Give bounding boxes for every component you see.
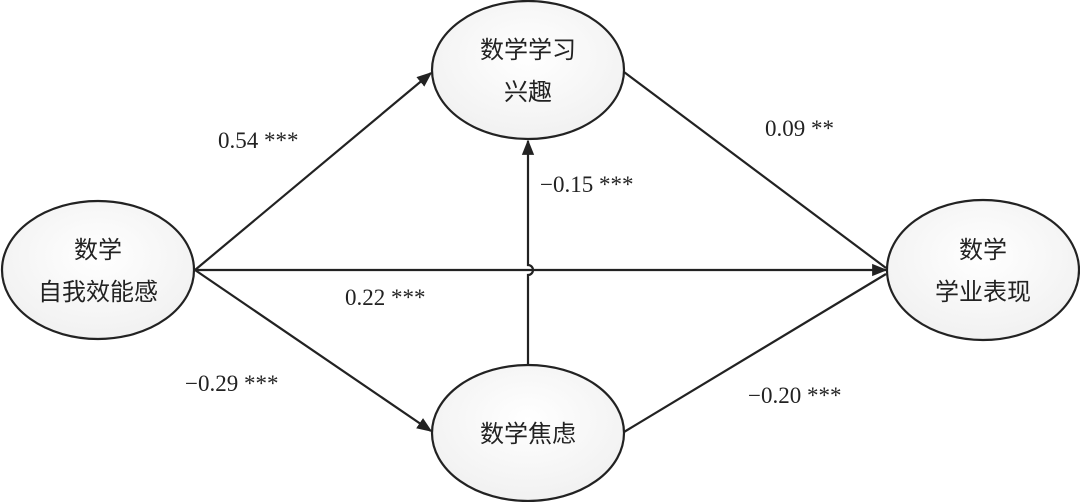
coef-interest-to-performance: 0.09 **: [765, 116, 834, 141]
edge-self-efficacy-to-interest: [194, 72, 433, 271]
coef-self-efficacy-to-anxiety: −0.29 ***: [185, 371, 278, 396]
node-label: 学业表现: [935, 278, 1031, 306]
coef-self-efficacy-to-performance: 0.22 ***: [345, 285, 426, 310]
edge-anxiety-to-interest: [521, 139, 535, 365]
edge-interest-to-performance: [623, 71, 887, 269]
node-label: 数学焦虑: [480, 420, 576, 448]
node-interest: 数学学习 兴趣: [430, 0, 626, 141]
coef-anxiety-to-interest: −0.15 ***: [540, 172, 633, 197]
node-label: 数学学习: [480, 36, 576, 64]
node-label: 数学: [959, 236, 1007, 264]
node-performance: 数学 学业表现: [885, 198, 1080, 342]
edge-anxiety-to-performance: [623, 273, 887, 433]
edge-self-efficacy-to-anxiety: [194, 269, 433, 432]
node-label: 自我效能感: [38, 278, 158, 306]
node-label: 数学: [74, 236, 122, 264]
coef-self-efficacy-to-interest: 0.54 ***: [218, 128, 299, 153]
coef-anxiety-to-performance: −0.20 ***: [748, 383, 841, 408]
node-label: 兴趣: [504, 78, 552, 106]
node-anxiety: 数学焦虑: [430, 363, 626, 502]
node-self-efficacy: 数学 自我效能感: [0, 199, 196, 341]
